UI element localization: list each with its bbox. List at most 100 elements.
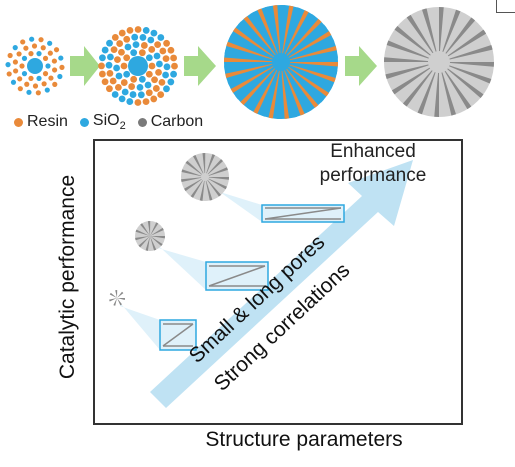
carbon-large-spoke [205, 177, 222, 197]
particle-dot [162, 71, 169, 79]
green-arrow-2 [184, 46, 216, 86]
legend-resin-label: Resin [27, 113, 68, 131]
particle-dot [98, 70, 106, 78]
carbon-spoke [439, 7, 444, 62]
particle-dot [136, 84, 144, 91]
sio2-dot-icon [79, 117, 89, 127]
particle-dot [47, 40, 53, 46]
green-arrow-1 [70, 46, 100, 86]
particle-dot [147, 36, 155, 44]
particle-dot [41, 81, 47, 87]
resin-silica-spoke [281, 62, 312, 113]
carbon-medium-spoke [150, 222, 159, 236]
particle-dot [116, 40, 124, 47]
particle-dot [17, 76, 23, 82]
particle-dot [156, 60, 163, 68]
resin-silica-spoke [226, 41, 281, 62]
particle-dot [126, 98, 134, 105]
carbon-spoke [439, 29, 487, 63]
resin-silica-spoke [281, 7, 302, 62]
particle-dot [47, 50, 53, 56]
resin-silica-spoke [235, 62, 281, 100]
resin-silica-spoke [264, 6, 281, 62]
particle-dot [5, 62, 11, 68]
carbon-large-spoke [181, 177, 205, 182]
carbon-medium-spoke [135, 236, 150, 241]
resin-silica-spoke [281, 62, 325, 103]
carbon-spoke [439, 45, 493, 62]
plot-frame [93, 139, 463, 425]
radial-resin-silica-sphere [224, 5, 338, 119]
resin-silica-spoke [224, 57, 281, 62]
carbon-small-spoke [117, 291, 124, 298]
carbon-small-spoke [113, 298, 117, 306]
particle-dot [159, 47, 167, 55]
particle-dot [167, 46, 175, 54]
particle-dot [106, 85, 113, 93]
legend-sio2: SiO2 [79, 112, 126, 133]
sphere-center [272, 53, 290, 71]
particle-dot [126, 26, 134, 34]
carbon-spoke [384, 57, 439, 62]
resin-silica-spoke [281, 62, 319, 108]
particle-dot [99, 54, 106, 62]
particle-dot [138, 49, 146, 57]
carbon-medium-spoke [150, 236, 157, 251]
component-legend: Resin SiO2 Carbon [14, 112, 203, 132]
particle-dot [113, 64, 120, 72]
carbon-sphere-small [109, 289, 126, 306]
legend-sio2-subscript: 2 [119, 120, 126, 133]
particle-dot [128, 83, 136, 90]
particle-dot [163, 39, 170, 47]
particle-dot [167, 78, 175, 86]
carbon-spoke [439, 62, 494, 67]
particle-dot [58, 55, 64, 61]
particle-dot [142, 27, 150, 34]
particle-dot [6, 71, 12, 77]
resin-silica-spoke [237, 21, 281, 62]
beam-small [116, 298, 160, 350]
particle-dot [98, 62, 105, 70]
resin-silica-spoke [281, 5, 286, 62]
carbon-sphere-large [181, 152, 229, 201]
particle-dot [106, 39, 113, 47]
particle-dot [145, 70, 153, 78]
particle-dot [24, 81, 30, 87]
particle-dot [28, 51, 34, 57]
particle-dot [151, 76, 158, 84]
green-arrow-3 [345, 46, 377, 86]
particle-dot [153, 52, 161, 60]
micelle-core [27, 58, 43, 74]
carbon-dot-icon [137, 117, 147, 127]
carbon-large-spoke [190, 177, 205, 198]
resin-silica-spoke [230, 62, 281, 93]
aggregate-core [128, 56, 148, 76]
enhanced-line1: Enhanced [330, 141, 416, 162]
particle-dot [28, 75, 34, 81]
enhanced-line2: performance [319, 165, 427, 186]
carbon-spoke [406, 14, 439, 62]
particle-dot [36, 75, 42, 81]
carbon-spoke [439, 62, 456, 116]
resin-silica-spoke [281, 62, 338, 67]
resin-silica-spoke [281, 62, 329, 97]
particle-dot [26, 89, 32, 95]
particle-dot [155, 68, 162, 76]
resin-silica-spoke [281, 14, 316, 63]
particle-dot [20, 39, 26, 45]
particle-dot [21, 55, 28, 61]
carbon-medium-spoke [138, 236, 150, 248]
pore-box-small [159, 319, 197, 351]
particle-dot [163, 85, 170, 93]
resin-silica-micelle [5, 36, 65, 96]
particle-dot [145, 89, 153, 97]
carbon-spoke [439, 62, 484, 99]
particle-dot [123, 70, 131, 78]
particle-dot [123, 35, 131, 43]
legend-sio2-label: SiO2 [92, 112, 126, 133]
carbon-large-spoke [205, 154, 215, 177]
particle-dot [12, 45, 18, 51]
particle-dot [148, 46, 156, 53]
carbon-large-spoke [181, 169, 205, 177]
resin-dot-icon [14, 117, 23, 127]
